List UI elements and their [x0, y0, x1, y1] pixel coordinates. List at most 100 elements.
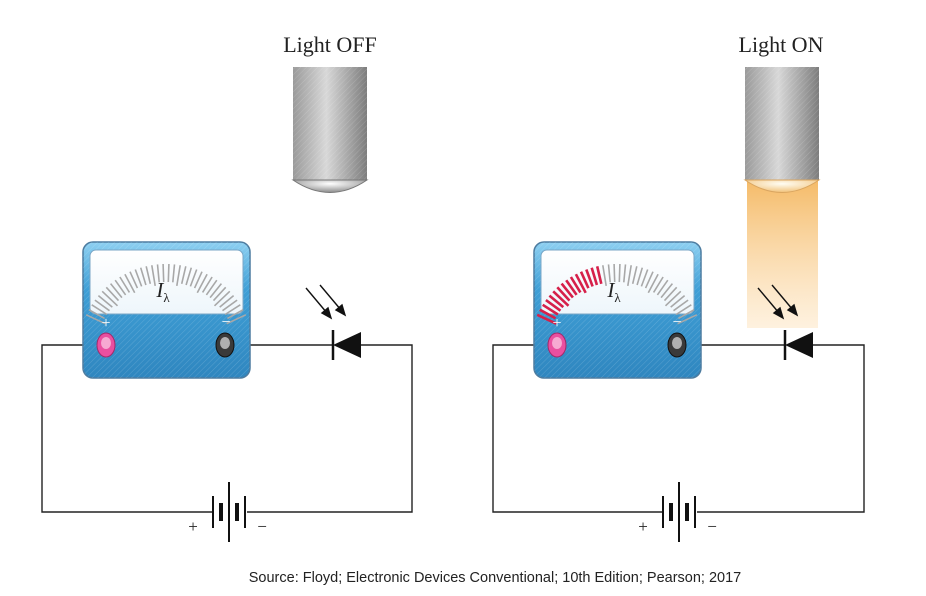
scale-tick [678, 308, 695, 320]
scale-tick [602, 265, 607, 287]
light-beam [747, 180, 818, 328]
scale-tick-deflected [556, 286, 571, 302]
scale-tick [205, 279, 218, 296]
scale-tick [640, 269, 649, 287]
scale-tick [101, 290, 119, 307]
scale-tick [675, 304, 692, 316]
scale-tick [627, 265, 632, 287]
ammeter: Iλ + − [533, 241, 702, 379]
scale-tick-deflected [585, 269, 594, 287]
scale-tick [213, 290, 231, 307]
scale-tick [139, 267, 147, 286]
scale-tick [607, 264, 611, 283]
lamp-lens [291, 179, 369, 193]
scale-tick [196, 273, 208, 294]
scale-tick [224, 304, 241, 316]
scale-tick [145, 266, 152, 284]
battery [212, 482, 246, 542]
meter-minus-label: − [221, 314, 230, 331]
scale-tick [172, 264, 176, 283]
scale-tick-deflected [579, 271, 590, 289]
scale-tick [209, 283, 223, 299]
scale-tick [124, 273, 136, 294]
meter-label: Iλ [606, 278, 621, 305]
panel-title: Light OFF [283, 32, 377, 57]
scale-tick-deflected [545, 299, 562, 312]
scale-tick [94, 299, 110, 312]
scale-tick-deflected [560, 282, 574, 299]
source-caption: Source: Floyd; Electronic Devices Conven… [249, 570, 741, 586]
scale-tick [226, 314, 247, 325]
scale-tick-deflected [539, 308, 557, 320]
panel-title: Light ON [739, 32, 824, 57]
scale-tick-deflected [536, 313, 557, 325]
meter-label: Iλ [155, 278, 170, 305]
scale-tick [134, 269, 143, 287]
plus-terminal [96, 332, 116, 358]
scale-tick [660, 283, 674, 299]
scale-tick [176, 265, 181, 287]
scale-tick [88, 308, 105, 320]
scale-tick [97, 294, 113, 308]
battery-plus-label: + [188, 517, 198, 536]
scale-tick-deflected [552, 290, 570, 307]
scale-tick [201, 276, 213, 293]
minus-terminal [667, 332, 687, 358]
panel-light-on: Light ON Iλ + − [492, 32, 865, 542]
scale-tick-deflected [574, 273, 587, 294]
scale-tick [167, 263, 170, 283]
scale-tick-deflected [595, 266, 603, 285]
ammeter: Iλ + − [82, 241, 251, 379]
scale-tick-deflected [542, 303, 559, 316]
scale-tick [664, 290, 682, 307]
scale-tick-deflected [565, 279, 578, 296]
scale-tick [636, 267, 644, 286]
scale-tick [644, 271, 654, 289]
battery [662, 482, 696, 542]
scale-tick [219, 294, 235, 308]
lamp [291, 67, 369, 193]
lamp-lens [743, 179, 821, 193]
scale-tick [162, 263, 165, 283]
photodiode [305, 284, 361, 360]
scale-tick [189, 269, 198, 287]
scale-tick [631, 266, 638, 284]
scale-tick [119, 276, 131, 293]
scale-tick [647, 273, 659, 294]
meter-plus-label: + [101, 315, 110, 332]
scale-tick [180, 266, 187, 284]
meter-scale [536, 263, 698, 325]
scale-tick [212, 286, 227, 302]
scale-tick [129, 271, 139, 289]
scale-tick [91, 304, 108, 316]
scale-tick [663, 286, 678, 302]
scale-tick [114, 279, 127, 296]
meter-minus-label: − [672, 314, 681, 331]
meter-scale [85, 263, 247, 325]
meter-plus-label: + [552, 315, 561, 332]
scale-tick [673, 299, 689, 312]
scale-tick [618, 263, 621, 283]
minus-terminal [215, 332, 235, 358]
battery-plus-label: + [638, 517, 648, 536]
scale-tick-deflected [569, 276, 582, 294]
panel-light-off: Light OFF Iλ + − [41, 32, 413, 542]
lamp [743, 67, 821, 193]
scale-tick [656, 279, 669, 296]
scale-tick [677, 314, 698, 325]
scale-tick [227, 308, 244, 320]
scale-tick [105, 286, 120, 302]
light-arrows-icon [757, 284, 799, 320]
light-arrows-icon [305, 284, 347, 320]
scale-tick [85, 314, 106, 325]
scale-tick [222, 299, 238, 312]
battery-minus-label: − [707, 517, 717, 536]
scale-tick [151, 265, 156, 287]
plus-terminal [547, 332, 567, 358]
scale-tick [670, 294, 686, 308]
scale-tick-deflected [548, 294, 565, 309]
scale-tick [613, 263, 616, 283]
scale-tick-deflected [590, 267, 599, 286]
scale-tick [109, 283, 123, 299]
